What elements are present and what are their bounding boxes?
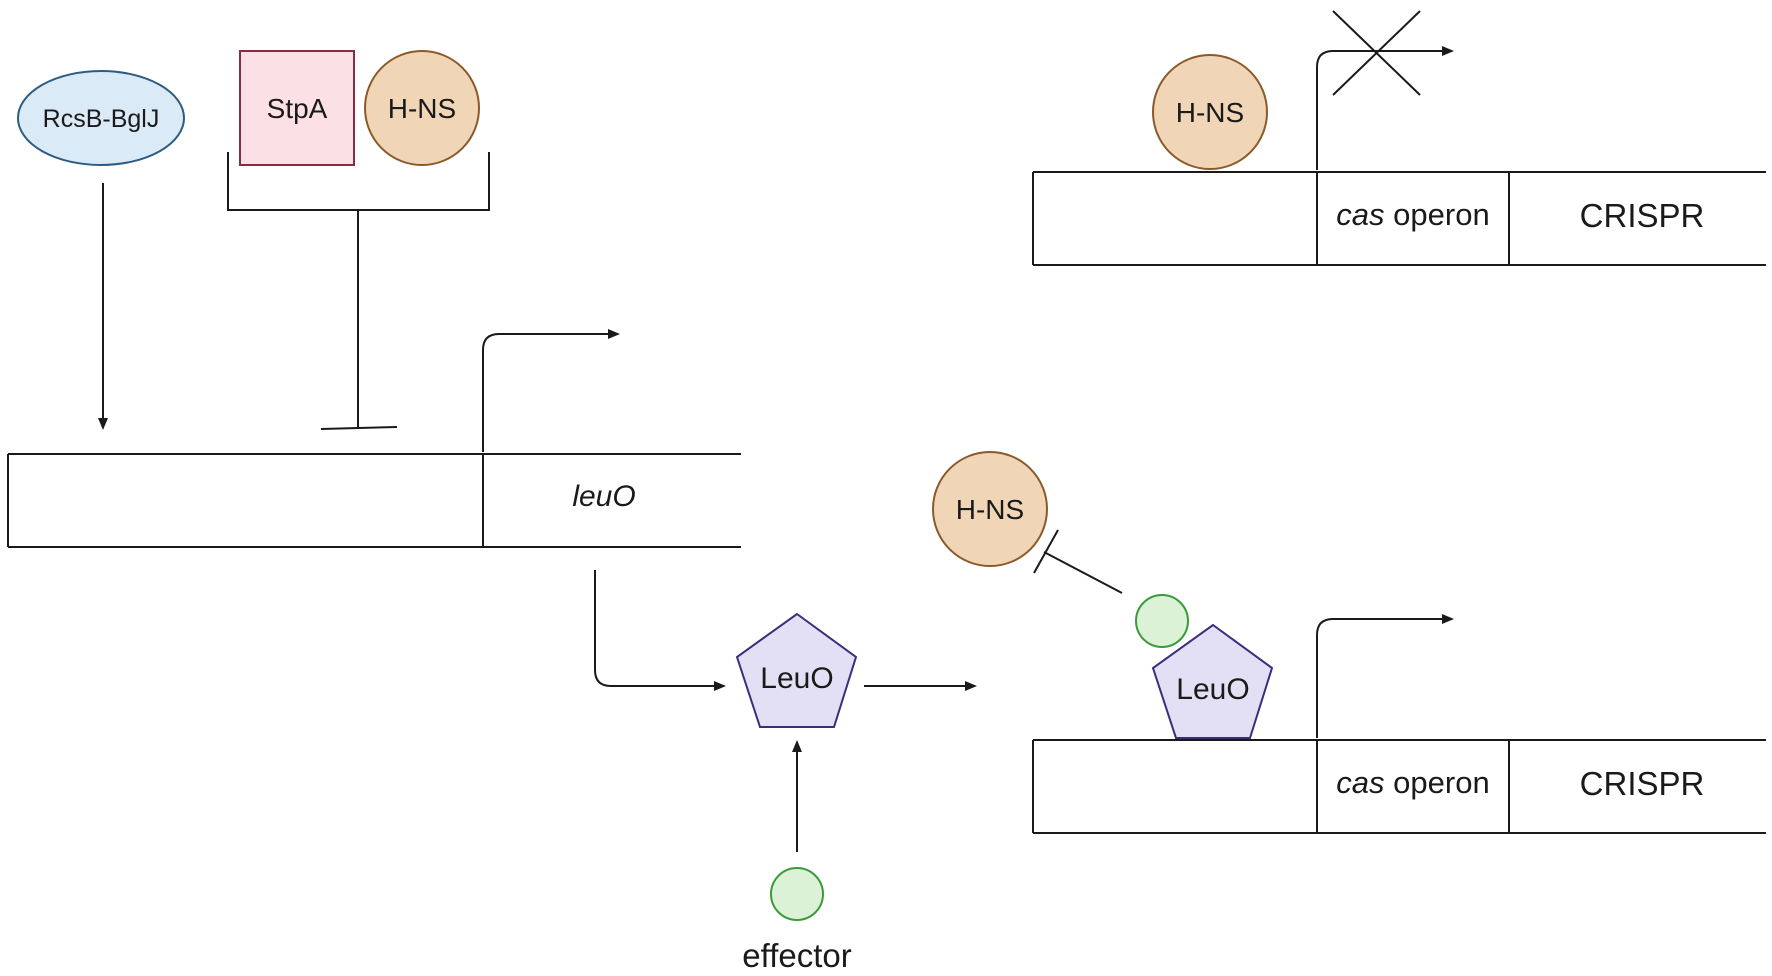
stpa-node: StpA <box>239 50 355 166</box>
leuo-dna-segment: leuO <box>7 453 741 548</box>
cas-promoter-arrow-active <box>1316 614 1454 738</box>
cas-dna-segment-bottom: cas operon CRISPR <box>1032 739 1766 834</box>
leuo-promoter-arrow <box>482 329 620 452</box>
cas-promoter-arrow-blocked <box>1316 46 1454 170</box>
effector-circle <box>770 867 824 921</box>
cas-dna-segment-top: cas operon CRISPR <box>1032 171 1766 266</box>
hns-node-top-right: H-NS <box>1152 54 1268 170</box>
leuo-gene-label: leuO <box>572 480 635 513</box>
crispr-label-bottom: CRISPR <box>1580 765 1705 802</box>
cas-operon-label-top: cas operon <box>1336 197 1489 232</box>
hns-node-bottom-right: H-NS <box>932 451 1048 567</box>
hns-shape-top-right <box>1152 54 1268 170</box>
blocked-cross-icon <box>1332 10 1421 96</box>
hns-label-left: H-NS <box>388 93 456 124</box>
hns-label-bottom-right: H-NS <box>956 494 1024 525</box>
stpa-shape <box>239 50 355 166</box>
leuo-protein-label-center: LeuO <box>760 662 833 695</box>
leuo-protein-center: LeuO <box>735 612 858 728</box>
effector-node: effector <box>742 867 852 974</box>
rcsb-bglj-shape <box>17 70 185 166</box>
hns-shape-bottom-right <box>932 451 1048 567</box>
rcsb-bglj-node: RcsB-BglJ <box>17 70 185 166</box>
rcsb-bglj-label: RcsB-BglJ <box>43 105 160 133</box>
antirepression-bar <box>1033 529 1059 574</box>
repression-bar <box>320 426 398 430</box>
leuo-protein-label-bound: LeuO <box>1176 673 1249 706</box>
hns-shape-left <box>364 50 480 166</box>
expression-arrow <box>594 570 726 691</box>
effector-bound-circle <box>1135 594 1189 648</box>
antirepression-line <box>1043 551 1123 594</box>
cas-operon-label-bottom: cas operon <box>1336 765 1489 800</box>
hns-node-left: H-NS <box>364 50 480 166</box>
stpa-label: StpA <box>267 93 328 124</box>
leuo-pentagon-center <box>735 612 858 728</box>
effector-bound-node <box>1135 594 1189 648</box>
effector-label: effector <box>742 937 851 974</box>
leuo-protein-bound: LeuO <box>1151 623 1274 739</box>
hns-label-top-right: H-NS <box>1176 97 1244 128</box>
crispr-label-top: CRISPR <box>1580 197 1705 234</box>
leuo-pentagon-bound <box>1151 623 1274 739</box>
